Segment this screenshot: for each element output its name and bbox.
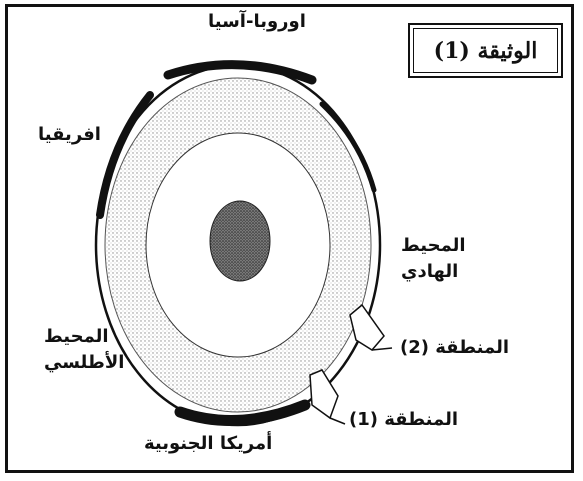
label-region-1: المنطقة (1) xyxy=(349,410,458,431)
document-title: الوثيقة (1) xyxy=(434,38,538,64)
label-south-america: أمريكا الجنوبية xyxy=(144,434,272,455)
document-title-box: الوثيقة (1) xyxy=(408,23,563,78)
label-atlantic-line2: الأطلسي xyxy=(44,353,124,374)
label-atlantic-line1: المحيط xyxy=(44,327,109,348)
label-region-2: المنطقة (2) xyxy=(400,338,509,359)
inner-core xyxy=(210,201,270,281)
label-africa: افريقيا xyxy=(38,125,101,146)
label-pacific-line1: المحيط xyxy=(401,236,466,257)
label-pacific-line2: الهادي xyxy=(401,262,458,283)
subduction-zone-1 xyxy=(310,370,345,424)
label-europe-asia: اوروبا-آسيا xyxy=(208,12,306,33)
